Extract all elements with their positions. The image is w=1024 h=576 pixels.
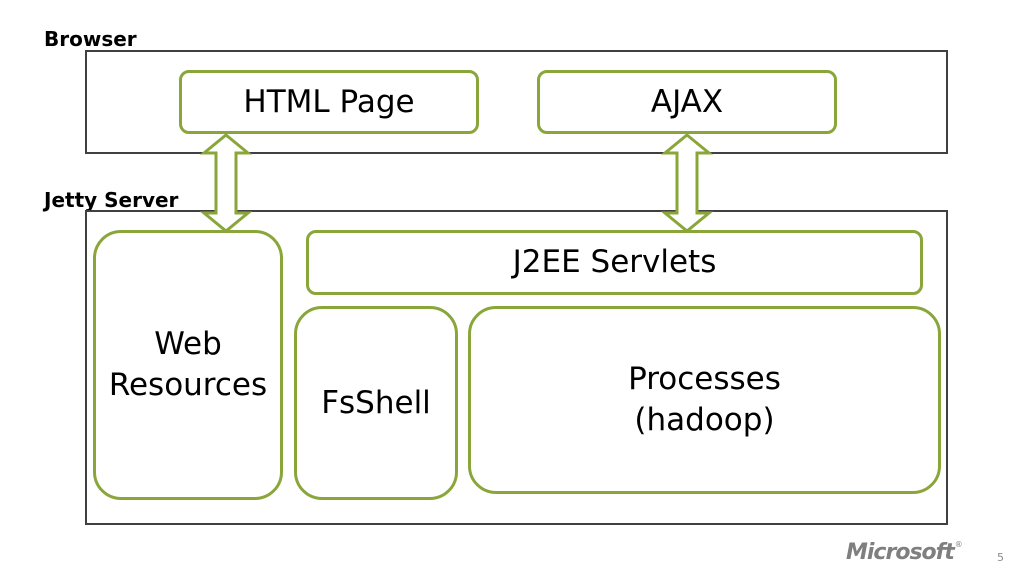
logo-text: Microsoft: [846, 540, 955, 565]
microsoft-logo: Microsoft®: [846, 540, 963, 565]
trademark-icon: ®: [954, 540, 963, 549]
double-arrow-icon: [661, 133, 713, 233]
web-resources-box: Web Resources: [93, 230, 283, 500]
ajax-box: AJAX: [537, 70, 837, 134]
html-page-box: HTML Page: [179, 70, 479, 134]
j2ee-servlets-box: J2EE Servlets: [306, 230, 923, 295]
jetty-server-label: Jetty Server: [44, 188, 179, 212]
browser-label: Browser: [44, 27, 137, 51]
fsshell-box: FsShell: [294, 306, 458, 500]
page-number: 5: [997, 551, 1004, 564]
processes-box: Processes (hadoop): [468, 306, 941, 494]
double-arrow-icon: [200, 133, 252, 233]
